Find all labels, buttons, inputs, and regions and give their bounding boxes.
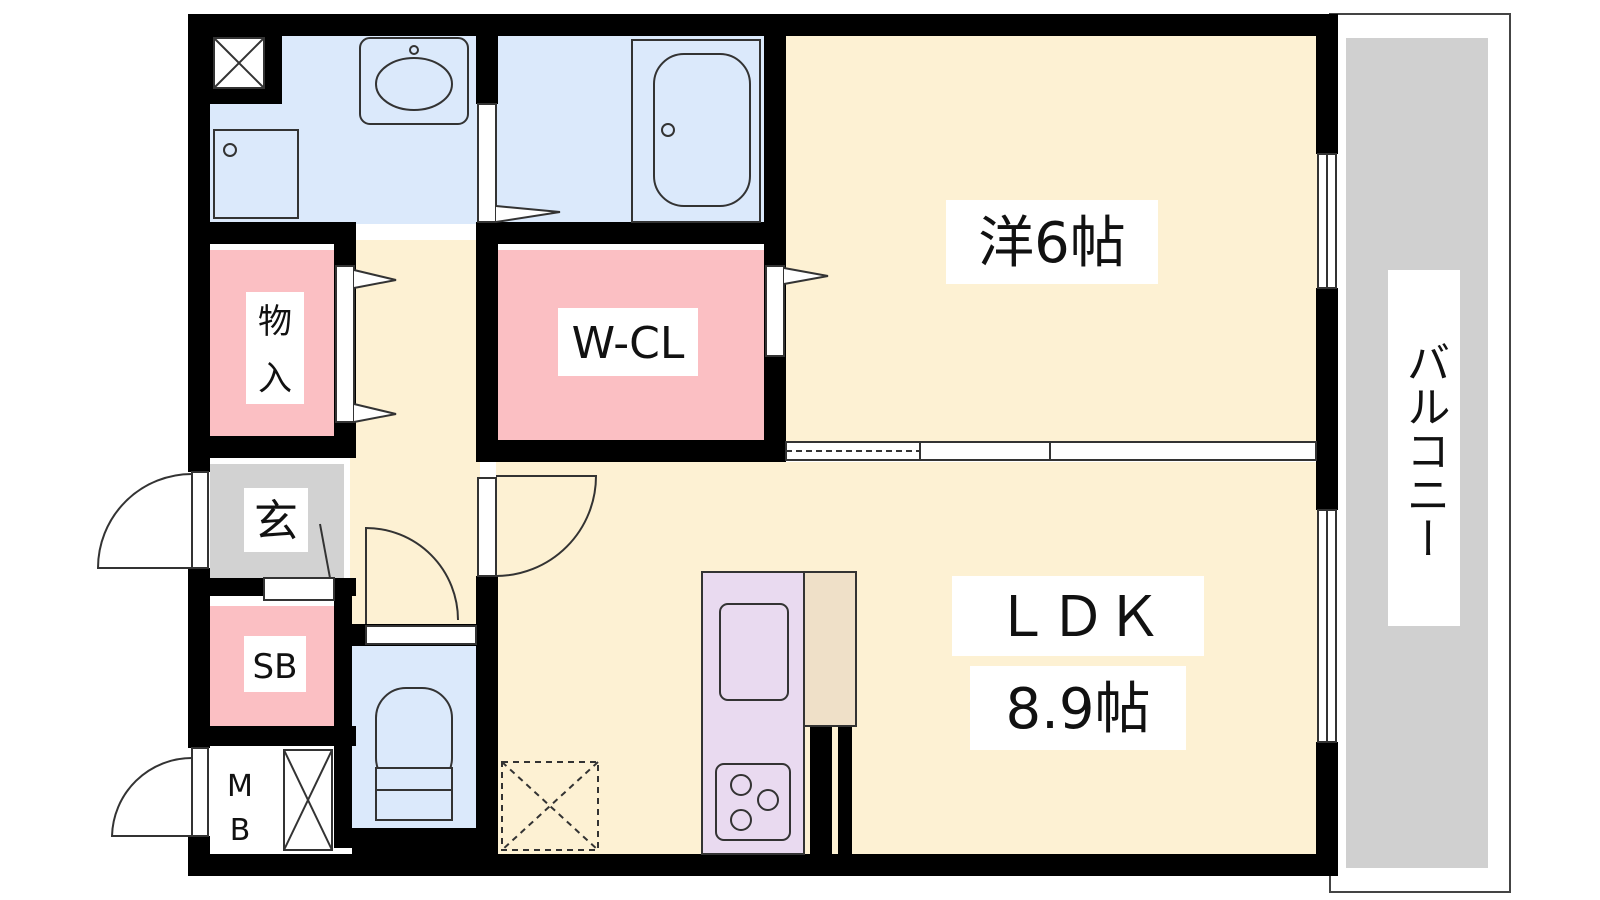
- entrance-step: [263, 523, 335, 601]
- refrigerator-space: [501, 761, 599, 851]
- entrance-door: [96, 471, 209, 569]
- svg-text:8.9帖: 8.9帖: [1005, 677, 1150, 742]
- storage-label: 物 入: [246, 292, 304, 404]
- sliding-door: [785, 441, 1317, 461]
- balcony-label: バルコニー: [1388, 270, 1460, 626]
- ldk-floor: [496, 462, 1334, 872]
- toilet-door: [365, 526, 477, 645]
- svg-text:玄: 玄: [254, 496, 298, 547]
- svg-text:SB: SB: [253, 647, 298, 687]
- ldk-label: ＬＤＫ: [952, 576, 1204, 656]
- western-room-label: 洋6帖: [946, 200, 1158, 284]
- storage-doors: [335, 265, 397, 423]
- sink-icon: [719, 603, 789, 701]
- meter-box-panel: [283, 749, 333, 851]
- windows: [1317, 153, 1337, 743]
- washing-machine-area: [213, 129, 299, 219]
- svg-text:洋6帖: 洋6帖: [978, 211, 1126, 276]
- ventilation-icon: [213, 37, 265, 89]
- svg-text:入: 入: [258, 359, 292, 399]
- entrance-label: 玄: [244, 488, 308, 552]
- washbasin-icon: [359, 37, 469, 125]
- balcony: [1329, 13, 1511, 893]
- ldk-door: [477, 475, 598, 577]
- svg-text:物: 物: [258, 302, 292, 342]
- stove-icon: [715, 763, 791, 841]
- svg-text:ＬＤＫ: ＬＤＫ: [994, 585, 1162, 650]
- shoe-box-label: SB: [244, 636, 306, 692]
- meter-box-label: M B: [227, 769, 253, 848]
- svg-text:W-CL: W-CL: [572, 318, 685, 369]
- closet-door: [765, 265, 829, 357]
- svg-text:バルコニー: バルコニー: [1399, 340, 1450, 560]
- meter-box-door: [110, 747, 209, 837]
- ldk-size-label: 8.9帖: [970, 666, 1186, 750]
- bathroom-door: [477, 103, 561, 223]
- hallway-floor: [350, 240, 480, 630]
- bathtub-icon: [631, 39, 761, 223]
- walk-in-closet-label: W-CL: [558, 308, 698, 376]
- svg-text:B: B: [230, 813, 251, 848]
- svg-text:M: M: [227, 769, 253, 804]
- outer-walls: [188, 14, 1338, 876]
- toilet-icon: [375, 687, 453, 821]
